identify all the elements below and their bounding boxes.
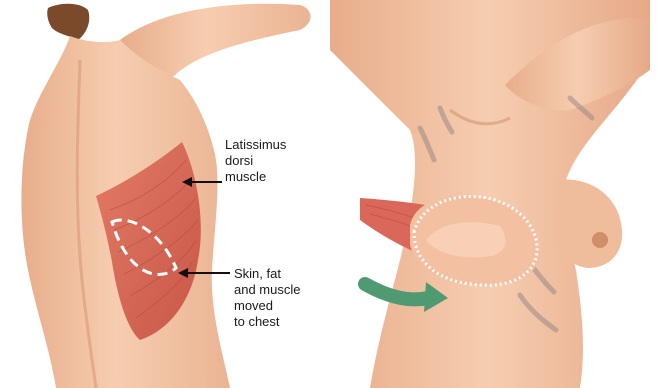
latissimus-label: Latissimus dorsi muscle [225,137,286,185]
front-view-panel [330,0,660,388]
latissimus-label-line: dorsi [225,153,286,169]
latissimus-label-line: Latissimus [225,137,286,153]
back-view-panel: Latissimus dorsi muscle Skin, fat and mu… [0,0,330,388]
front-view-drawing [330,0,660,388]
flap-label-line: Skin, fat [234,266,300,282]
flap-label-line: and muscle [234,282,300,298]
natural-breast [556,180,622,268]
nipple [592,232,608,248]
latissimus-label-line: muscle [225,169,286,185]
flap-label: Skin, fat and muscle moved to chest [234,266,300,330]
hair [47,4,89,40]
flap-label-line: to chest [234,314,300,330]
flap-label-line: moved [234,298,300,314]
